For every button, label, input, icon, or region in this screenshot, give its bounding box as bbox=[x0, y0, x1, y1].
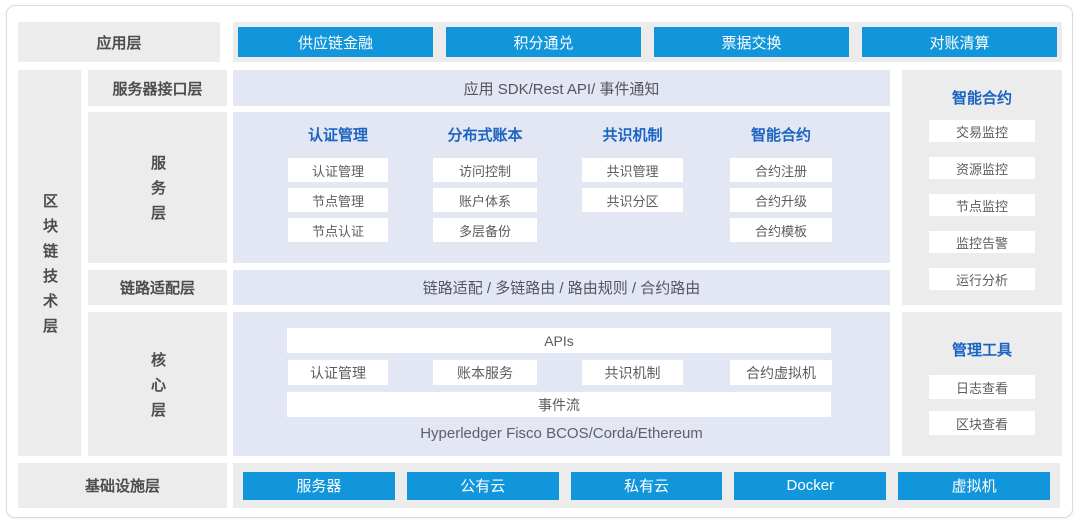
side-panel-smart-contract: 智能合约 交易监控 资源监控 节点监控 监控告警 运行分析 bbox=[902, 70, 1062, 305]
service-item: 多层备份 bbox=[433, 218, 537, 242]
core-layer-label: 核心层 bbox=[149, 351, 166, 427]
service-item: 合约注册 bbox=[730, 158, 832, 182]
link-adapter-content: 链路适配 / 多链路由 / 路由规则 / 合约路由 bbox=[422, 280, 701, 297]
blockchain-tech-layer-box: 区块链技术层 bbox=[18, 70, 81, 456]
service-item: 节点认证 bbox=[288, 218, 388, 242]
service-item: 节点管理 bbox=[288, 188, 388, 212]
side-panel-item: 区块查看 bbox=[929, 411, 1035, 435]
service-col-auth-title: 认证管理 bbox=[307, 127, 368, 144]
core-layer-band: APIs 认证管理 账本服务 共识机制 合约虚拟机 事件流 Hyperledge… bbox=[233, 312, 890, 456]
core-module-auth: 认证管理 bbox=[288, 360, 388, 385]
service-layer-label-box: 服务层 bbox=[88, 112, 227, 263]
side-panel-management-tools-title: 管理工具 bbox=[951, 342, 1012, 359]
link-adapter-band: 链路适配 / 多链路由 / 路由规则 / 合约路由 bbox=[233, 270, 890, 305]
server-interface-band: 应用 SDK/Rest API/ 事件通知 bbox=[233, 70, 890, 106]
platforms-text: Hyperledger Fisco BCOS/Corda/Ethereum bbox=[420, 425, 703, 442]
core-layer-label-box: 核心层 bbox=[88, 312, 227, 456]
service-col-smart-contract: 智能合约 合约注册 合约升级 合约模板 bbox=[730, 112, 832, 248]
service-item: 合约模板 bbox=[730, 218, 832, 242]
infra-chip-private-cloud: 私有云 bbox=[570, 471, 723, 500]
side-panel-smart-contract-title: 智能合约 bbox=[951, 90, 1012, 107]
service-col-smart-contract-title: 智能合约 bbox=[750, 127, 811, 144]
side-panel-item: 交易监控 bbox=[929, 120, 1035, 142]
application-layer-strip: 供应链金融 积分通兑 票据交换 对账清算 bbox=[233, 22, 1062, 62]
service-item: 合约升级 bbox=[730, 188, 832, 212]
service-item: 认证管理 bbox=[288, 158, 388, 182]
service-col-consensus-title: 共识机制 bbox=[602, 127, 663, 144]
blockchain-tech-layer-label: 区块链技术层 bbox=[41, 193, 58, 343]
app-chip-points-exchange: 积分通兑 bbox=[446, 27, 641, 57]
core-module-consensus: 共识机制 bbox=[582, 360, 683, 385]
service-layer-band: 认证管理 认证管理 节点管理 节点认证 分布式账本 访问控制 账户体系 多层备份… bbox=[233, 112, 890, 263]
service-col-ledger: 分布式账本 访问控制 账户体系 多层备份 bbox=[433, 112, 537, 248]
server-interface-content: 应用 SDK/Rest API/ 事件通知 bbox=[463, 80, 660, 98]
service-item: 共识分区 bbox=[582, 188, 683, 212]
side-panel-management-tools: 管理工具 日志查看 区块查看 bbox=[902, 312, 1062, 456]
side-panel-item: 节点监控 bbox=[929, 194, 1035, 216]
application-layer-label-box: 应用层 bbox=[18, 22, 220, 62]
service-layer-label: 服务层 bbox=[149, 155, 166, 230]
server-interface-layer-label: 服务器接口层 bbox=[112, 80, 203, 98]
application-layer-label: 应用层 bbox=[96, 34, 142, 52]
infra-chip-server: 服务器 bbox=[243, 471, 395, 500]
side-panel-item: 运行分析 bbox=[929, 268, 1035, 290]
infra-chip-public-cloud: 公有云 bbox=[406, 471, 559, 500]
side-panel-item: 资源监控 bbox=[929, 157, 1035, 179]
infra-chip-vm: 虚拟机 bbox=[898, 471, 1050, 500]
event-stream-bar: 事件流 bbox=[287, 392, 831, 417]
infrastructure-layer-label: 基础设施层 bbox=[84, 478, 160, 495]
service-col-ledger-title: 分布式账本 bbox=[447, 127, 523, 144]
link-adapter-layer-label: 链路适配层 bbox=[119, 280, 195, 297]
app-chip-bill-exchange: 票据交换 bbox=[654, 27, 849, 57]
service-item: 共识管理 bbox=[582, 158, 683, 182]
app-chip-supply-chain-finance: 供应链金融 bbox=[238, 27, 433, 57]
core-module-ledger-service: 账本服务 bbox=[433, 360, 537, 385]
service-item: 访问控制 bbox=[433, 158, 537, 182]
infra-chip-docker: Docker bbox=[734, 471, 887, 500]
side-panel-item: 监控告警 bbox=[929, 231, 1035, 253]
core-module-contract-vm: 合约虚拟机 bbox=[730, 360, 832, 385]
app-chip-reconciliation-clearing: 对账清算 bbox=[862, 27, 1057, 57]
infrastructure-layer-strip: 服务器 公有云 私有云 Docker 虚拟机 bbox=[233, 463, 1060, 508]
server-interface-layer-label-box: 服务器接口层 bbox=[88, 70, 227, 106]
apis-bar: APIs bbox=[287, 328, 831, 353]
side-panel-item: 日志查看 bbox=[929, 375, 1035, 399]
service-col-consensus: 共识机制 共识管理 共识分区 bbox=[582, 112, 683, 218]
infrastructure-layer-label-box: 基础设施层 bbox=[18, 463, 227, 508]
service-item: 账户体系 bbox=[433, 188, 537, 212]
link-adapter-layer-label-box: 链路适配层 bbox=[88, 270, 227, 305]
service-col-auth: 认证管理 认证管理 节点管理 节点认证 bbox=[288, 112, 388, 248]
